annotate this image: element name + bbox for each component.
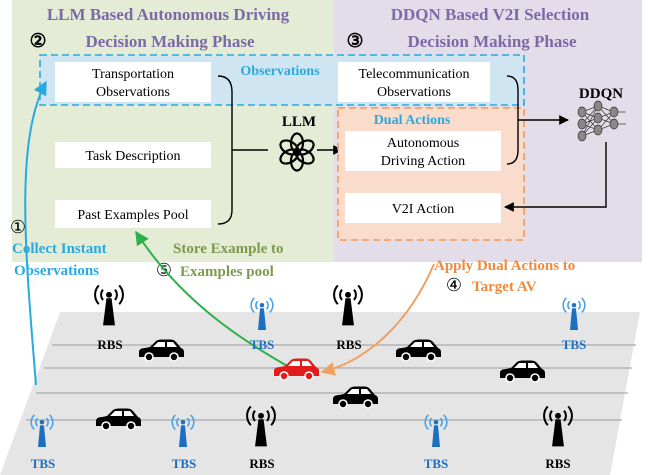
transportation-observations-line1: Transportation: [92, 67, 174, 82]
rbs-label: RBS: [249, 456, 274, 471]
v2i-action-label: V2I Action: [392, 202, 455, 217]
ddqn-label: DDQN: [579, 86, 623, 102]
step1-number: ①: [10, 217, 26, 237]
step4-line1: Apply Dual Actions to: [434, 258, 575, 274]
input-brace: [217, 75, 268, 225]
v2i-action-box: [345, 193, 501, 223]
ddqn-to-v2i-arrow: [504, 142, 607, 212]
task-description-box: [55, 142, 211, 168]
past-examples-pool-label: Past Examples Pool: [77, 208, 188, 223]
autonomous-driving-action-line2: Driving Action: [381, 154, 465, 169]
step4-number: ④: [446, 275, 462, 295]
autonomous-driving-action-box: [345, 131, 501, 171]
telecommunication-observations-box: [338, 62, 490, 102]
llm-icon: [279, 132, 315, 172]
rbs-label: RBS: [545, 456, 570, 471]
collect-observations-arrow: [24, 80, 47, 386]
llm-label: LLM: [282, 114, 316, 130]
neural-network-icon: [577, 100, 626, 142]
tbs-label: TBS: [424, 456, 449, 471]
transportation-observations-box: [55, 62, 211, 102]
past-examples-pool-box: [55, 200, 211, 228]
observations-label: Observations: [240, 64, 320, 79]
dual-actions-label: Dual Actions: [374, 113, 451, 128]
store-example-arrow: [135, 230, 299, 373]
step4-line2: Target AV: [472, 279, 537, 295]
transportation-observations-line2: Observations: [96, 85, 170, 100]
task-description-label: Task Description: [85, 149, 180, 164]
ddqn-phase-step-number: ③: [346, 31, 363, 52]
rbs-label: RBS: [97, 337, 122, 352]
tbs-label: TBS: [562, 337, 587, 352]
ddqn-phase-title-line1: DDQN Based V2I Selection: [391, 5, 590, 24]
telecommunication-observations-line1: Telecommunication: [359, 67, 470, 82]
llm-phase-step-number: ②: [29, 31, 46, 52]
step1-line1: Collect Instant: [12, 241, 107, 257]
step5-line2: Examples pool: [180, 264, 274, 280]
llm-phase-title-line1: LLM Based Autonomous Driving: [47, 5, 290, 24]
tbs-label: TBS: [250, 337, 275, 352]
autonomous-driving-action-line1: Autonomous: [387, 136, 459, 151]
ddqn-input-brace: [506, 75, 568, 165]
apply-actions-arrow: [320, 263, 435, 376]
telecommunication-observations-line2: Observations: [377, 85, 451, 100]
step1-line2: Observations: [14, 263, 99, 279]
ddqn-phase-title-line2: Decision Making Phase: [407, 32, 577, 51]
tbs-label: TBS: [31, 456, 56, 471]
llm-phase-title-line2: Decision Making Phase: [85, 32, 255, 51]
tbs-label: TBS: [172, 456, 197, 471]
step5-line1: Store Example to: [173, 241, 284, 257]
rbs-label: RBS: [336, 337, 361, 352]
